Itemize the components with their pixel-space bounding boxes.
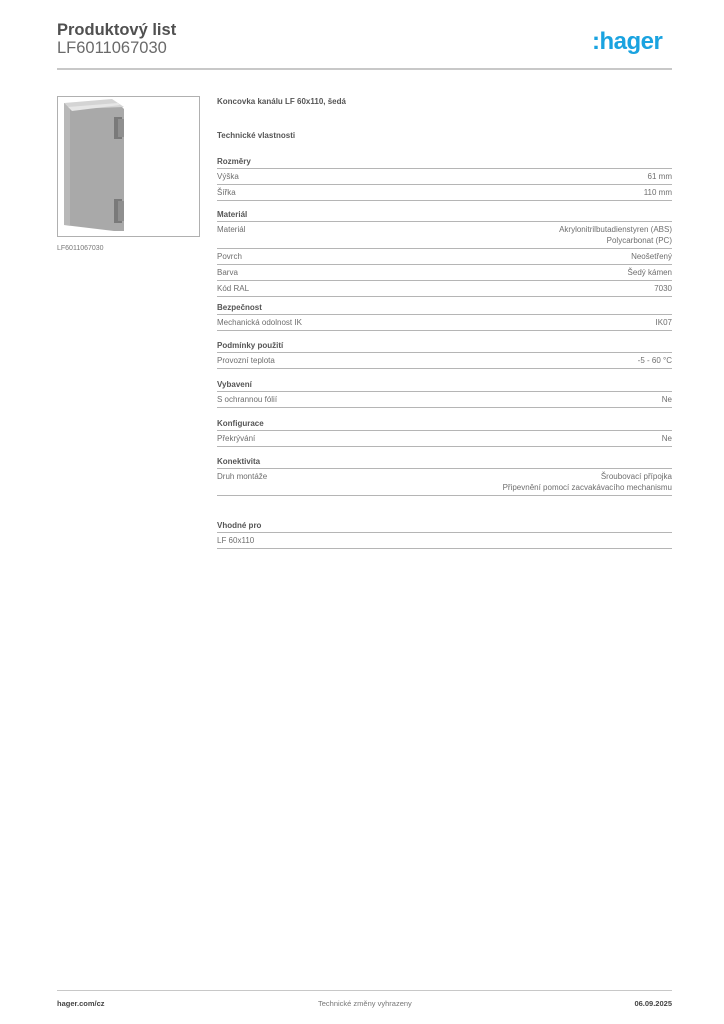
row-label: LF 60x110 xyxy=(217,536,255,545)
row-label: S ochrannou fólií xyxy=(217,395,278,404)
table-row: LF 60x110 xyxy=(217,533,672,549)
row-label: Překrývání xyxy=(217,434,256,443)
table-row: Barva Šedý kámen xyxy=(217,265,672,281)
product-name: Koncovka kanálu LF 60x110, šedá xyxy=(217,97,346,106)
row-value: Šroubovací přípojka Připevnění pomocí za… xyxy=(502,472,672,492)
section-title: Podmínky použití xyxy=(217,340,672,353)
table-row: Provozní teplota -5 - 60 °C xyxy=(217,353,672,369)
row-value: 110 mm xyxy=(643,188,672,197)
footer-notice: Technické změny vyhrazeny xyxy=(318,999,412,1008)
row-label: Šířka xyxy=(217,188,236,197)
row-value: 7030 xyxy=(654,284,672,293)
row-label: Mechanická odolnost IK xyxy=(217,318,302,327)
table-row: Materiál Akrylonitrilbutadienstyren (ABS… xyxy=(217,222,672,249)
row-value: Akrylonitrilbutadienstyren (ABS) Polycar… xyxy=(559,225,672,245)
row-value: Ne xyxy=(661,434,672,443)
document-title: Produktový list xyxy=(57,21,177,39)
table-row: Překrývání Ne xyxy=(217,431,672,447)
section-equipment: Vybavení S ochrannou fólií Ne xyxy=(217,379,672,408)
row-label: Druh montáže xyxy=(217,472,268,481)
row-label: Povrch xyxy=(217,252,242,261)
section-connectivity: Konektivita Druh montáže Šroubovací příp… xyxy=(217,456,672,496)
section-title: Materiál xyxy=(217,209,672,222)
row-value: -5 - 60 °C xyxy=(637,356,672,365)
row-label: Provozní teplota xyxy=(217,356,275,365)
row-label: Barva xyxy=(217,268,238,277)
table-row: Mechanická odolnost IK IK07 xyxy=(217,315,672,331)
section-conditions-of-use: Podmínky použití Provozní teplota -5 - 6… xyxy=(217,340,672,369)
section-material: Materiál Materiál Akrylonitrilbutadienst… xyxy=(217,209,672,297)
table-row: Šířka 110 mm xyxy=(217,185,672,201)
row-label: Materiál xyxy=(217,225,246,234)
hager-logo: :hager xyxy=(592,28,663,55)
row-value: Šedý kámen xyxy=(627,268,672,277)
row-value: Ne xyxy=(661,395,672,404)
table-row: Kód RAL 7030 xyxy=(217,281,672,297)
section-title: Vhodné pro xyxy=(217,520,672,533)
product-image xyxy=(57,96,200,237)
footer-date: 06.09.2025 xyxy=(634,999,672,1008)
row-label: Výška xyxy=(217,172,239,181)
section-title: Bezpečnost xyxy=(217,302,672,315)
row-value: IK07 xyxy=(655,318,672,327)
image-caption: LF6011067030 xyxy=(57,245,104,252)
section-title: Konfigurace xyxy=(217,418,672,431)
section-configuration: Konfigurace Překrývání Ne xyxy=(217,418,672,447)
footer-website-link[interactable]: hager.com/cz xyxy=(57,999,105,1008)
footer-divider xyxy=(57,990,672,991)
table-row: Povrch Neošetřený xyxy=(217,249,672,265)
end-cap-illustration-icon xyxy=(64,99,124,231)
row-value: 61 mm xyxy=(647,172,672,181)
table-row: Druh montáže Šroubovací přípojka Připevn… xyxy=(217,469,672,496)
section-title: Vybavení xyxy=(217,379,672,392)
section-title: Konektivita xyxy=(217,456,672,469)
product-code: LF6011067030 xyxy=(57,39,167,57)
row-value: Neošetřený xyxy=(631,252,672,261)
table-row: S ochrannou fólií Ne xyxy=(217,392,672,408)
section-title: Rozměry xyxy=(217,156,672,169)
row-label: Kód RAL xyxy=(217,284,250,293)
section-safety: Bezpečnost Mechanická odolnost IK IK07 xyxy=(217,302,672,331)
table-row: Výška 61 mm xyxy=(217,169,672,185)
technical-properties-heading: Technické vlastnosti xyxy=(217,131,296,140)
header-divider xyxy=(57,68,672,70)
section-dimensions: Rozměry Výška 61 mm Šířka 110 mm xyxy=(217,156,672,201)
section-suitable-for: Vhodné pro LF 60x110 xyxy=(217,520,672,549)
